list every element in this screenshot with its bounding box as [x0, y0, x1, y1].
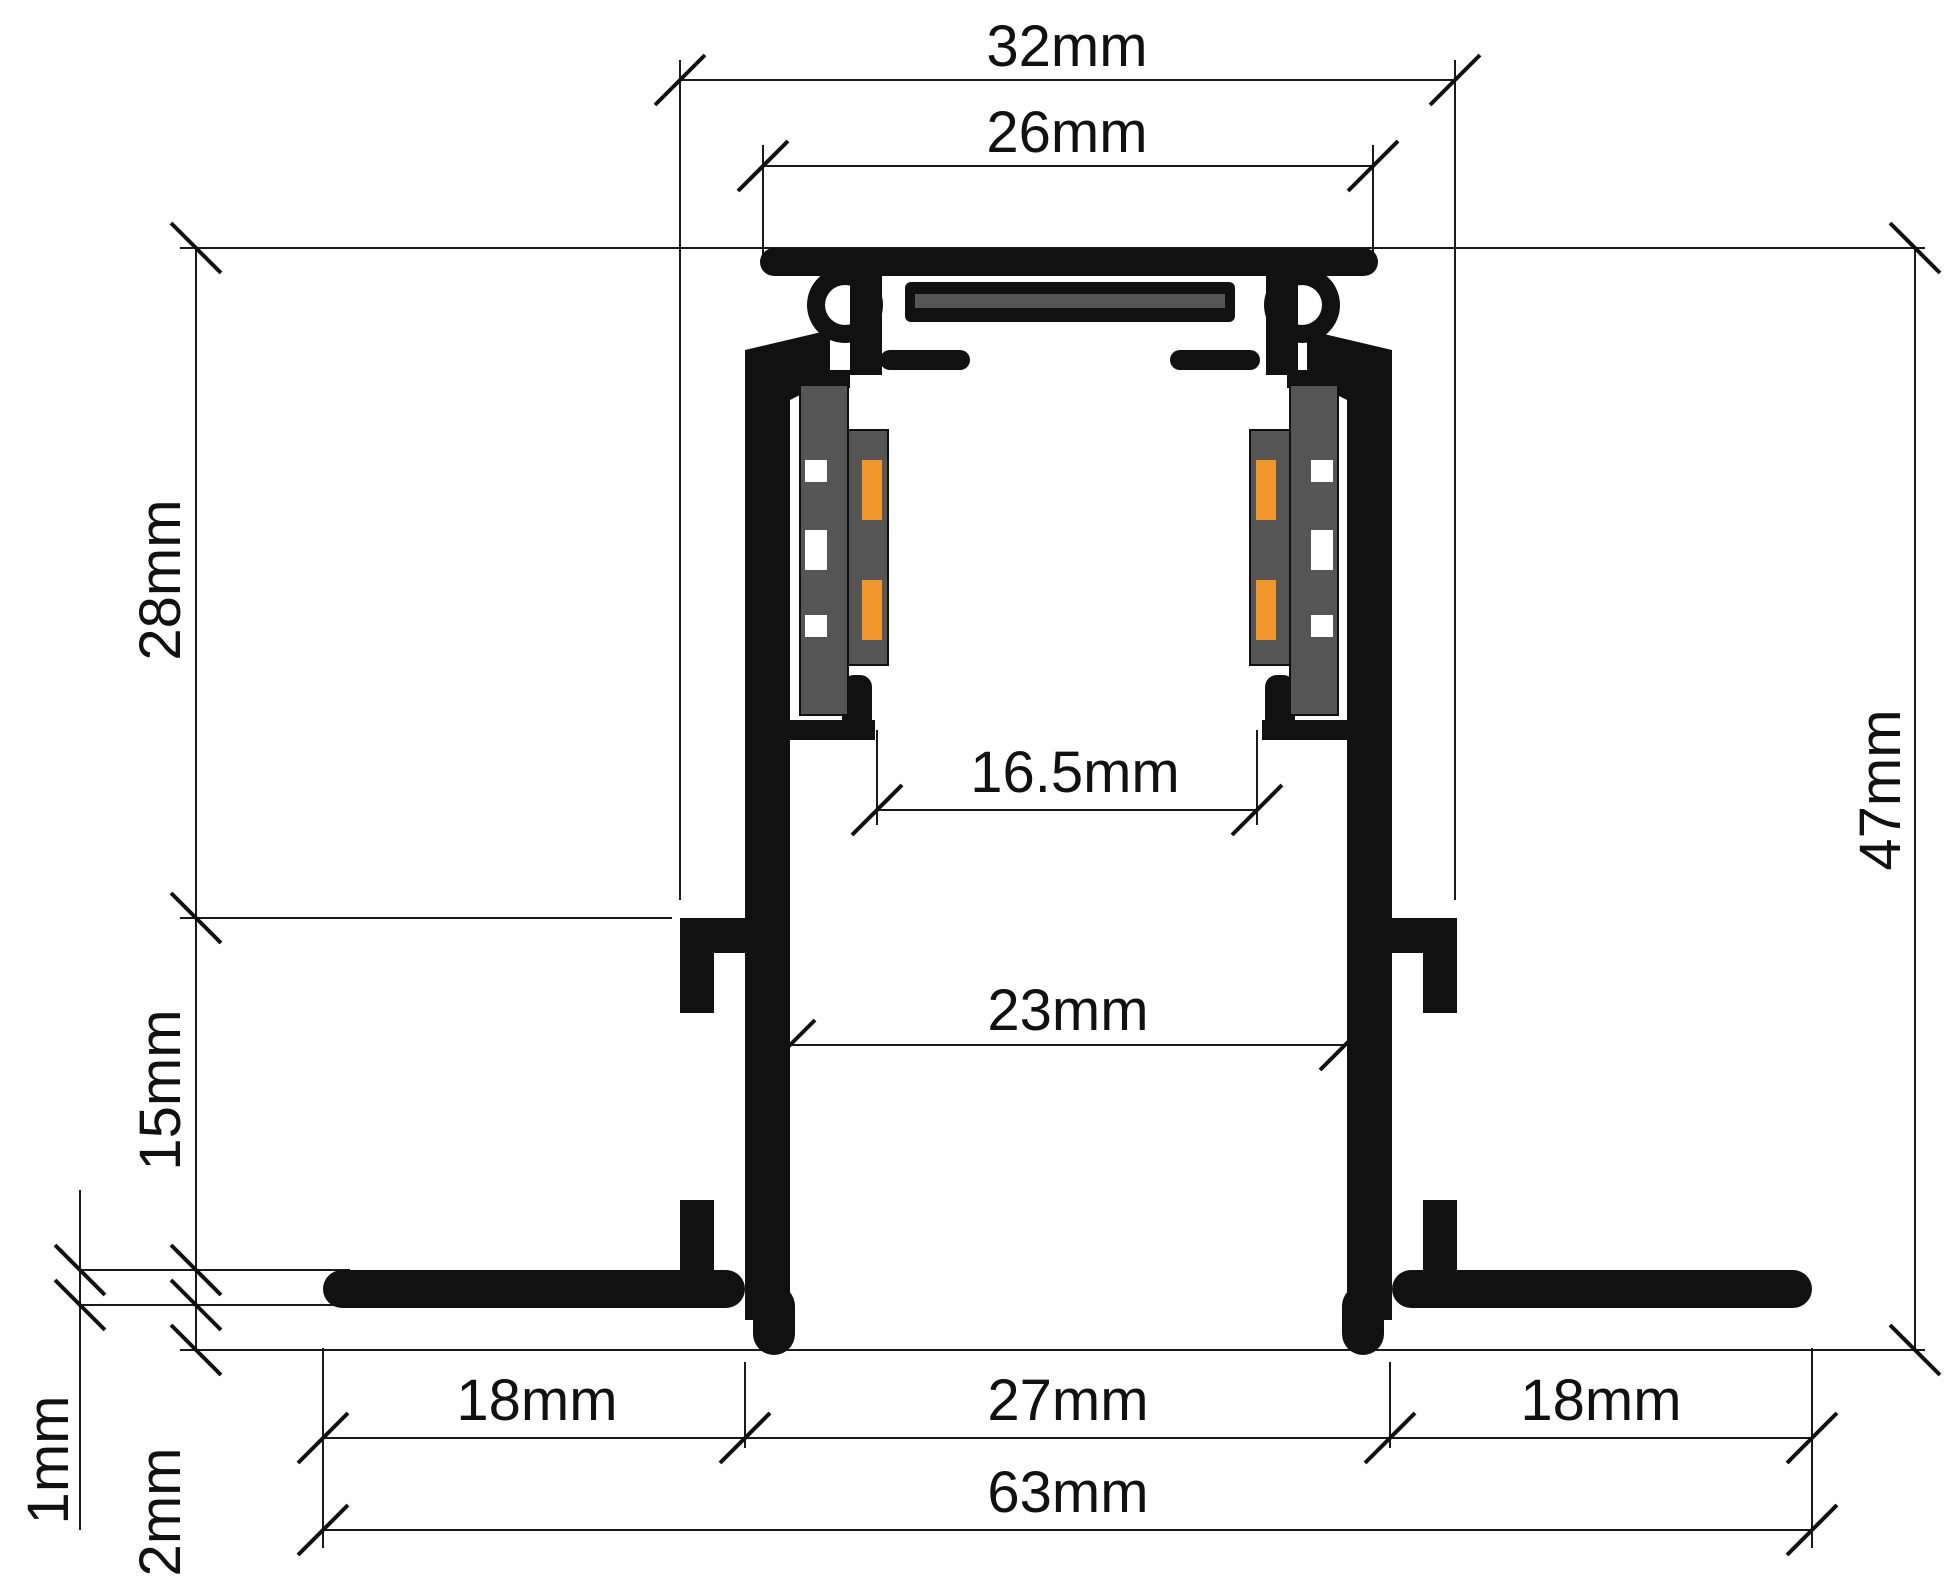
right-connector-insert [1249, 384, 1339, 716]
label-26mm: 26mm [986, 100, 1147, 165]
label-27mm: 27mm [987, 1368, 1148, 1433]
label-18mm-left: 18mm [456, 1368, 617, 1433]
label-23mm: 23mm [987, 978, 1148, 1043]
right-contact-upper [1256, 460, 1276, 520]
aluminium-profile [323, 248, 1812, 1355]
left-contact-upper [862, 460, 882, 520]
label-18mm-right: 18mm [1520, 1368, 1681, 1433]
right-contact-lower [1256, 580, 1276, 640]
dimension-labels: 32mm 26mm 16.5mm 23mm 18mm 27mm 18mm 63m… [16, 14, 1913, 1576]
label-32mm: 32mm [986, 14, 1147, 79]
dimension-ticks [53, 53, 1942, 1557]
label-28mm: 28mm [128, 499, 193, 660]
label-16-5mm: 16.5mm [970, 740, 1180, 805]
label-63mm: 63mm [987, 1460, 1148, 1525]
label-2mm: 2mm [128, 1448, 193, 1577]
label-47mm: 47mm [1848, 709, 1913, 870]
left-connector-insert [799, 384, 889, 716]
label-1mm: 1mm [16, 1396, 81, 1525]
left-contact-lower [862, 580, 882, 640]
label-15mm: 15mm [128, 1009, 193, 1170]
